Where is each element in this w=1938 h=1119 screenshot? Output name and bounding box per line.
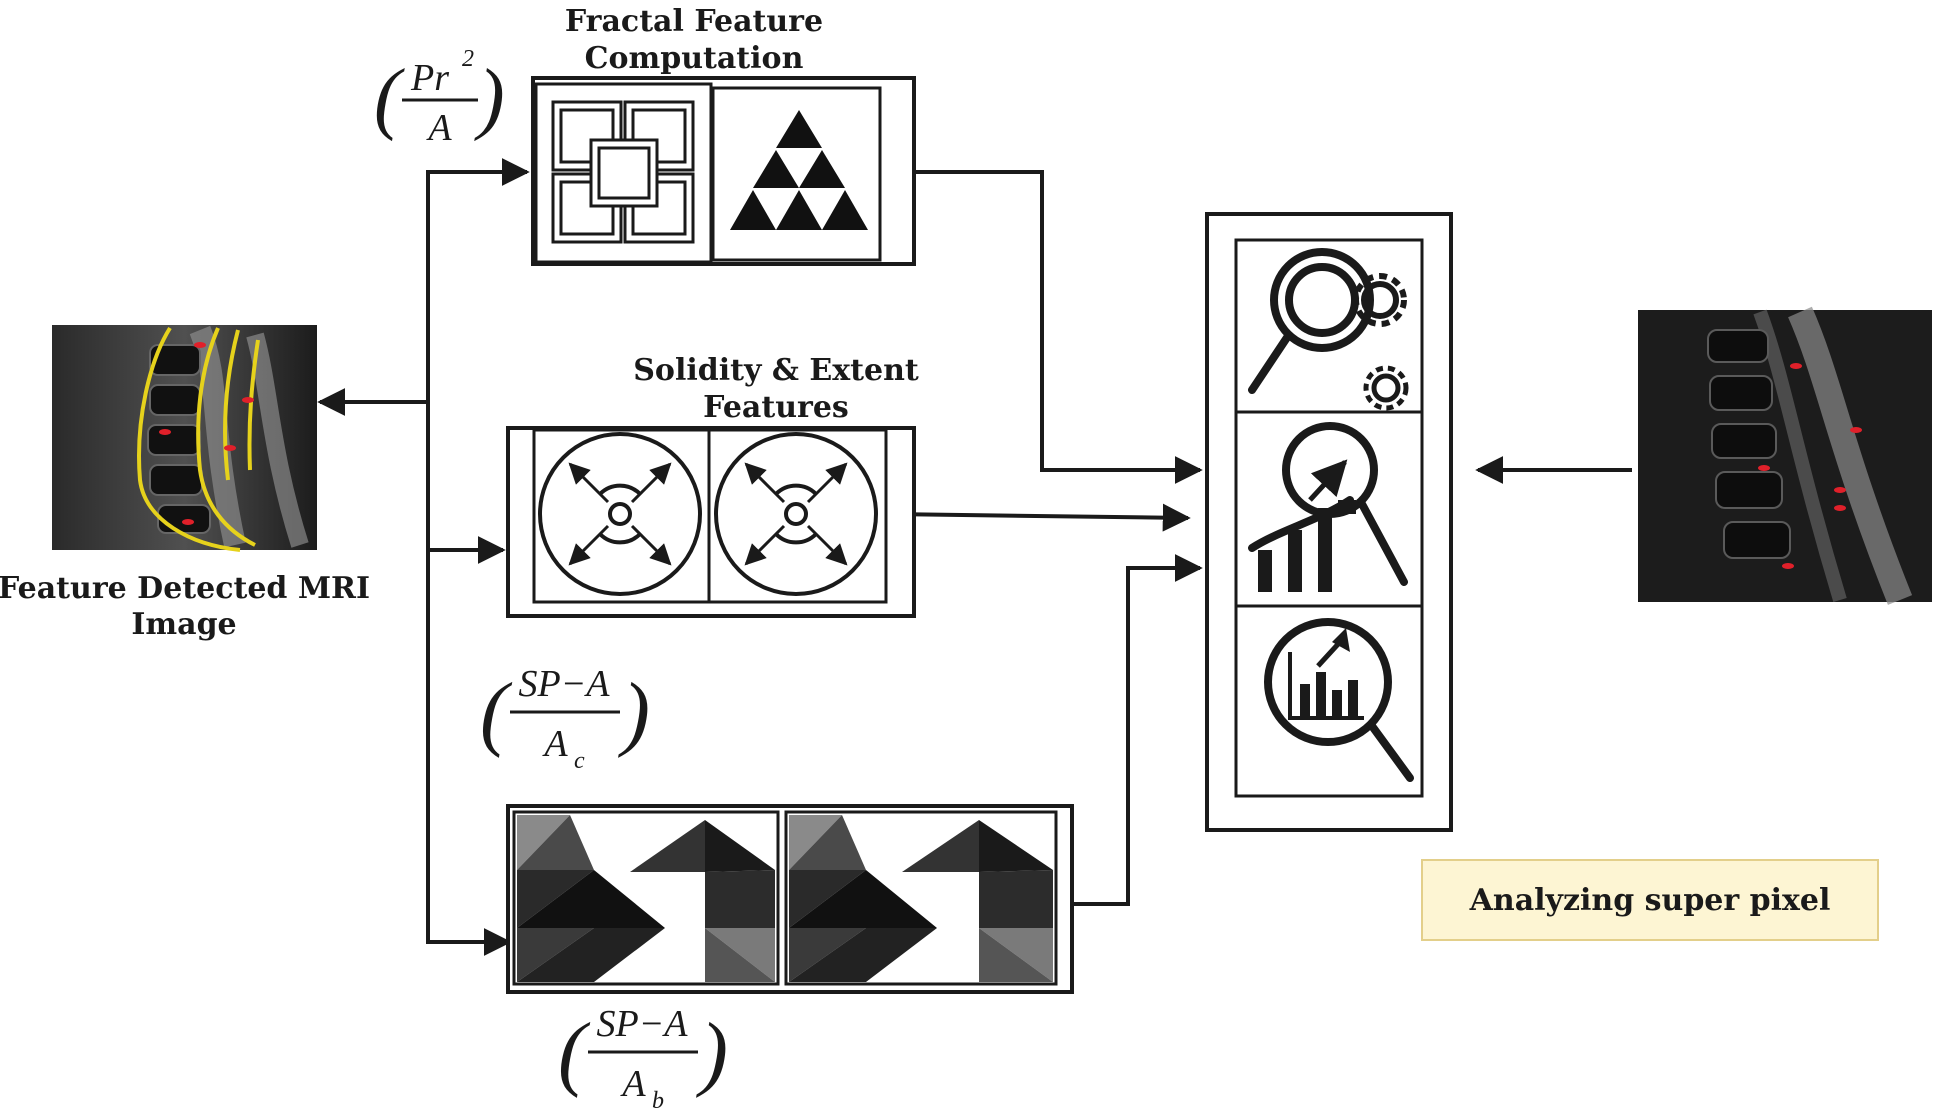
- extent-formula-denominator: A: [619, 1063, 646, 1105]
- fractal-block: [531, 76, 916, 266]
- tangram-icon: [789, 815, 1053, 982]
- solidity-title-line2: Features: [703, 390, 849, 425]
- fractal-formula-denominator: A: [425, 107, 452, 149]
- superpixel-mri-image: [1638, 306, 1932, 605]
- extent-block: [506, 804, 1074, 994]
- svg-text:(: (: [374, 54, 405, 142]
- extent-formula: ( ) SP−A A b: [558, 1003, 728, 1114]
- expand-arrows-icon: [714, 432, 878, 596]
- extent-formula-subscript: b: [652, 1088, 664, 1114]
- svg-text:): ): [696, 1006, 728, 1099]
- fractal-squares-icon: [551, 100, 695, 244]
- tangram-icon: [517, 815, 775, 982]
- mri-caption-line1: Feature Detected MRI: [0, 571, 370, 606]
- solidity-formula-subscript: c: [574, 748, 585, 774]
- magnifier-bar-chart-icon: [1264, 618, 1414, 782]
- extent-formula-numerator: SP−A: [596, 1003, 688, 1045]
- magnifier-gear-icon: [1248, 248, 1409, 411]
- arrow-extent-to-analysis: [1072, 554, 1203, 906]
- fractal-formula: ( ) Pr 2 A: [374, 46, 505, 149]
- magnifier-growth-chart-icon: [1248, 422, 1408, 592]
- solidity-block: [506, 426, 916, 618]
- expand-arrows-icon: [538, 432, 702, 596]
- feature-detected-mri-image: [52, 325, 317, 552]
- arrow-solidity-to-analysis: [887, 503, 1191, 532]
- solidity-title-line1: Solidity & Extent: [633, 353, 919, 388]
- analyzing-super-pixel-text: Analyzing super pixel: [1469, 883, 1831, 918]
- solidity-formula-denominator: A: [541, 723, 568, 765]
- svg-text:): ): [474, 54, 505, 142]
- fractal-title-line1: Fractal Feature: [565, 4, 823, 39]
- svg-text:(: (: [480, 666, 513, 759]
- fractal-title-line2: Computation: [585, 41, 804, 76]
- mri-caption-line2: Image: [131, 607, 236, 642]
- solidity-formula-numerator: SP−A: [518, 663, 610, 705]
- fractal-formula-numerator: Pr: [410, 57, 449, 99]
- svg-text:(: (: [558, 1006, 591, 1099]
- fractal-formula-exponent: 2: [462, 46, 474, 72]
- solidity-formula: ( ) SP−A A c: [480, 663, 650, 774]
- svg-text:): ): [618, 666, 650, 759]
- sierpinski-triangle-icon: [730, 110, 868, 230]
- arrow-fractal-to-analysis: [880, 170, 1203, 484]
- analysis-panel: [1205, 212, 1453, 832]
- analyzing-super-pixel-label: Analyzing super pixel: [1421, 859, 1879, 941]
